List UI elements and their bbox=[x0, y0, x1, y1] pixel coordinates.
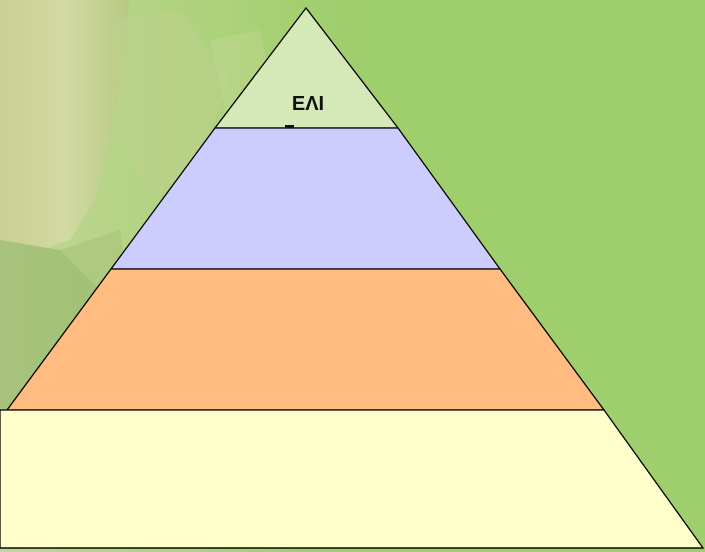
pyramid-tier-3 bbox=[7, 269, 604, 410]
pyramid-tier-4 bbox=[0, 410, 703, 548]
pyramid-tier-1-label-overflow bbox=[285, 125, 294, 128]
pyramid-tier-1-label: ΕΛΙ bbox=[292, 93, 324, 115]
pyramid-tier-2 bbox=[111, 128, 500, 269]
